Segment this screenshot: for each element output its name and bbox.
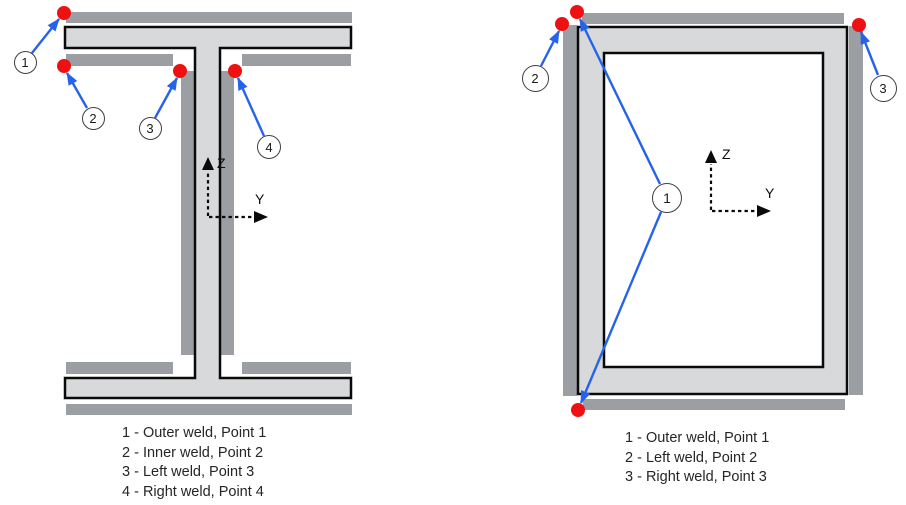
ibeam-outer-bottom-weld-strip: [66, 404, 352, 415]
arrow-to-point-3-icon: [153, 77, 179, 119]
callout-label: 1: [663, 190, 671, 206]
arrow-to-point-2-icon: [539, 30, 561, 67]
z-axis-arrowhead-icon: [202, 157, 214, 170]
box-legend: 1 - Outer weld, Point 1 2 - Left weld, P…: [625, 429, 769, 488]
box-left-weld-strip: [563, 25, 577, 396]
box-figure: [539, 5, 880, 417]
weld-point-4-marker: [228, 64, 242, 78]
ibeam-cross-section: [63, 25, 353, 400]
callout-circle-3: 3: [138, 116, 162, 140]
legend-row: 2 - Inner weld, Point 2: [122, 444, 264, 461]
weld-point-1-bottom-marker: [571, 403, 585, 417]
y-axis-arrowhead-icon: [757, 205, 771, 217]
legend-row: 3 - Left weld, Point 3: [122, 464, 255, 480]
legend-row: 1 - Outer weld, Point 1: [122, 425, 267, 441]
weld-point-1-marker: [57, 6, 71, 20]
ibeam-outer-top-weld-strip: [66, 12, 352, 23]
legend-row: 2 - Left weld, Point 2: [625, 449, 758, 466]
legend-row: 1 - Outer weld, Point 1: [625, 430, 770, 446]
callout-label: 3: [879, 80, 887, 96]
callout-label: 2: [89, 110, 97, 126]
legend-row: 3 - Right weld, Point 3: [625, 469, 767, 485]
weld-point-3-marker: [173, 64, 187, 78]
ibeam-inner-top-right-weld-strip: [242, 54, 351, 66]
arrow-to-point-2-icon: [65, 72, 89, 109]
y-axis-label: Y: [765, 185, 775, 201]
ibeam-web-right-weld-strip: [220, 71, 234, 355]
weld-point-2-marker: [57, 59, 71, 73]
callout-circle-4: 4: [257, 135, 281, 159]
y-axis-label: Y: [255, 191, 265, 207]
ibeam-legend: 1 - Outer weld, Point 1 2 - Inner weld, …: [122, 424, 266, 502]
arrow-to-point-4-icon: [236, 77, 266, 137]
weld-point-3-marker: [852, 18, 866, 32]
ibeam-web-left-weld-strip: [181, 71, 195, 355]
leader-to-outer-point-top-icon: [578, 18, 662, 185]
ibeam-inner-top-left-weld-strip: [66, 54, 173, 66]
box-top-weld-strip: [582, 13, 844, 24]
callout-circle-1: 1: [13, 50, 37, 74]
ibeam-inner-bottom-left-weld-strip: [66, 362, 173, 374]
z-axis-label: Z: [722, 146, 731, 162]
legend-row: 4 - Right weld, Point 4: [122, 483, 264, 500]
callout-circle-2: 2: [81, 106, 105, 130]
box-right-weld-strip: [849, 26, 863, 395]
callout-label: 4: [265, 139, 273, 155]
callout-label: 3: [146, 120, 154, 136]
arrow-to-point-3-icon: [859, 31, 880, 76]
z-axis-label: Z: [217, 155, 226, 171]
box-bottom-weld-strip: [583, 399, 845, 410]
z-axis-arrowhead-icon: [705, 150, 717, 163]
callout-circle-3: 3: [869, 74, 897, 102]
callout-circle-2: 2: [521, 64, 549, 92]
weld-point-1-top-marker: [570, 5, 584, 19]
arrow-to-point-1-icon: [31, 18, 60, 54]
weld-point-2-marker: [555, 17, 569, 31]
leader-to-outer-point-bottom-icon: [579, 211, 663, 404]
callout-label: 1: [21, 54, 29, 70]
callout-label: 2: [531, 70, 539, 86]
ibeam-inner-bottom-right-weld-strip: [242, 362, 351, 374]
callout-circle-1: 1: [652, 183, 682, 213]
ibeam-figure: [31, 6, 353, 415]
y-axis-arrowhead-icon: [254, 211, 268, 223]
